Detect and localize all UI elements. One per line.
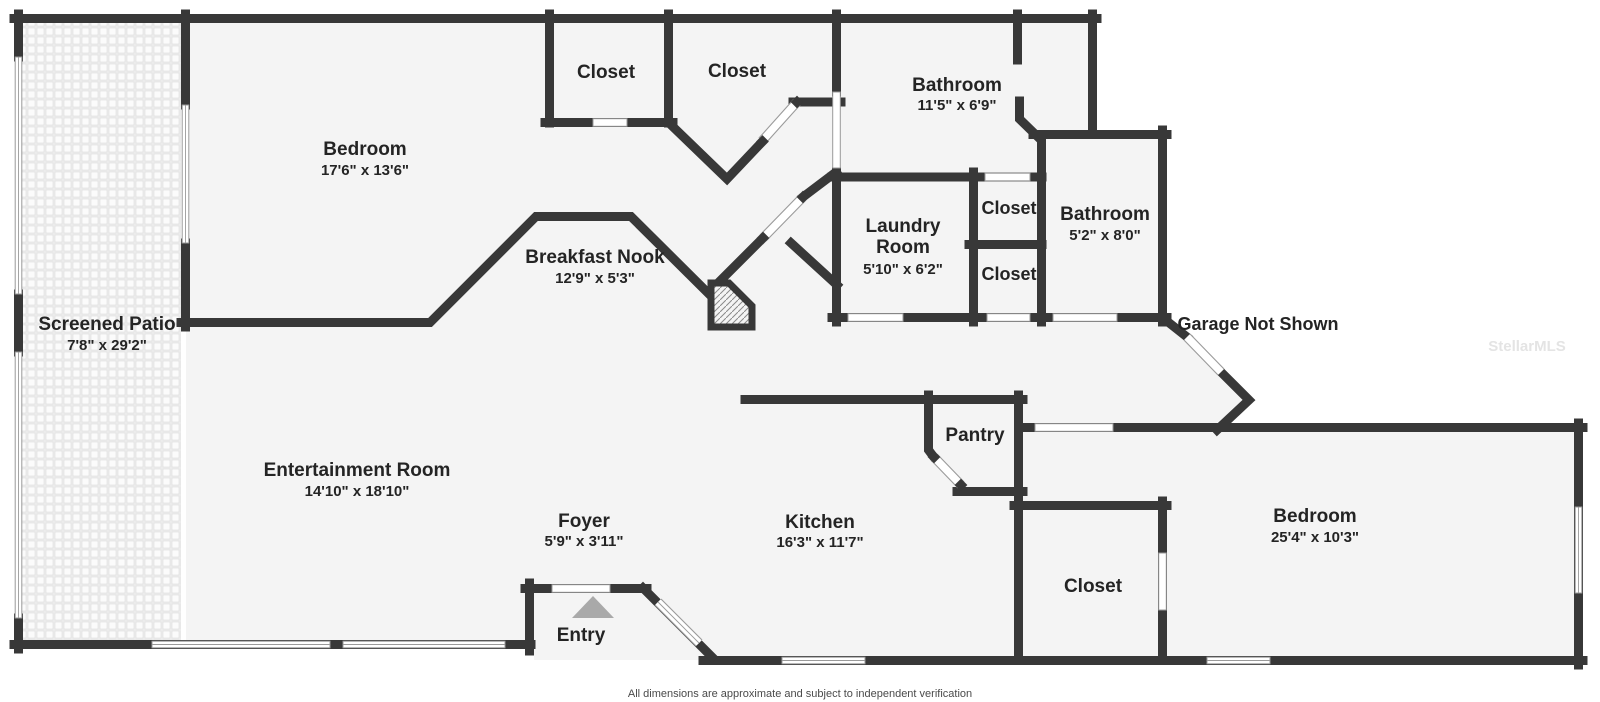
label-closet-top-2-name: Closet bbox=[708, 61, 767, 82]
label-closet-mid-2-name: Closet bbox=[981, 264, 1036, 284]
door-pantry-diagonal bbox=[930, 453, 965, 489]
label-kitchen-dims: 16'3" x 11'7" bbox=[776, 534, 863, 551]
label-closet-mid-1-name: Closet bbox=[981, 198, 1036, 218]
floor-upper-wing bbox=[186, 14, 1097, 327]
door-laundry bbox=[847, 313, 904, 322]
floor-garage-vestibule bbox=[1163, 318, 1249, 432]
floor-bathroom2-wing bbox=[1033, 130, 1167, 327]
label-closet-top-1-name: Closet bbox=[577, 62, 636, 83]
floor-layer bbox=[22, 14, 1583, 665]
label-bedroom-2-name: Bedroom bbox=[1273, 506, 1356, 527]
label-bathroom-2-dims: 5'2" x 8'0" bbox=[1069, 227, 1140, 244]
label-entertainment-room-dims: 14'10" x 18'10" bbox=[305, 483, 410, 500]
door-closet-mid-2 bbox=[986, 313, 1031, 322]
window-bedroom2-right bbox=[1574, 506, 1583, 594]
label-bedroom-1-name: Bedroom bbox=[323, 139, 406, 160]
label-disclaimer: All dimensions are approximate and subje… bbox=[628, 688, 972, 700]
window-bedroom1-patio bbox=[181, 104, 190, 244]
door-closet-top-1 bbox=[592, 118, 628, 127]
label-closet-br-name: Closet bbox=[1064, 576, 1123, 597]
label-pantry-name: Pantry bbox=[945, 425, 1005, 446]
label-laundry-dims: 5'10" x 6'2" bbox=[863, 261, 943, 278]
label-bathroom-1-name: Bathroom bbox=[912, 75, 1002, 96]
doors-layer bbox=[551, 91, 1225, 611]
floor-kitchen-foyer bbox=[534, 327, 1023, 660]
window-entry-diagonal bbox=[654, 598, 703, 647]
label-entry-label: Entry bbox=[557, 625, 606, 646]
label-screened-patio-name: Screened Patio bbox=[38, 314, 175, 335]
label-laundry-name-line1: Laundry bbox=[866, 216, 941, 237]
wall-hall-diag-lower-b bbox=[784, 236, 844, 292]
label-laundry-name-line2: Room bbox=[876, 237, 930, 258]
label-kitchen-name: Kitchen bbox=[785, 512, 855, 533]
wall-closet-top-2-v bbox=[661, 115, 769, 186]
window-patio-left-1 bbox=[14, 56, 23, 295]
wall-pantry-left bbox=[924, 390, 940, 463]
door-bathroom2 bbox=[1052, 313, 1118, 322]
floor-hall-closet bbox=[1023, 322, 1163, 660]
wall-hall-diag-lower-a bbox=[709, 231, 770, 292]
wall-hall-diag-upper bbox=[796, 165, 843, 204]
label-foyer-dims: 5'9" x 3'11" bbox=[545, 533, 624, 550]
door-garage-diagonal bbox=[1183, 333, 1225, 376]
label-watermark: StellarMLS bbox=[1488, 338, 1566, 355]
wall-garage-point bbox=[1156, 311, 1256, 437]
door-bathroom1 bbox=[832, 91, 841, 169]
window-patio-bottom-2 bbox=[342, 640, 506, 649]
label-bathroom-2-name: Bathroom bbox=[1060, 204, 1150, 225]
labels-layer: Screened Patio 7'8" x 29'2" Bedroom 17'6" x… bbox=[38, 61, 1565, 700]
label-bathroom-1-dims: 11'5" x 6'9" bbox=[918, 97, 997, 114]
door-closet-top-2-diagonal bbox=[758, 98, 801, 145]
entry-arrow-icon bbox=[572, 596, 614, 618]
label-garage-note: Garage Not Shown bbox=[1177, 314, 1338, 334]
label-breakfast-nook-name: Breakfast Nook bbox=[525, 247, 665, 268]
windows-layer bbox=[14, 56, 1583, 665]
fireplace-icon bbox=[707, 279, 756, 331]
wall-bedroom1-bottom-nook bbox=[176, 212, 716, 327]
patio-screen-floor bbox=[22, 22, 181, 640]
label-foyer-name: Foyer bbox=[558, 511, 610, 532]
window-patio-bottom-1 bbox=[151, 640, 331, 649]
door-hall-diagonal bbox=[759, 193, 807, 242]
door-closet-br bbox=[1158, 552, 1167, 611]
floor-bedroom2 bbox=[1163, 423, 1583, 665]
label-breakfast-nook-dims: 12'9" x 5'3" bbox=[555, 270, 635, 287]
label-screened-patio-dims: 7'8" x 29'2" bbox=[67, 337, 147, 354]
floor-entertainment bbox=[186, 327, 534, 649]
door-front-entry bbox=[551, 584, 611, 593]
label-entertainment-room-name: Entertainment Room bbox=[264, 460, 451, 481]
window-kitchen-bottom bbox=[781, 656, 866, 665]
label-bedroom-1-dims: 17'6" x 13'6" bbox=[321, 162, 409, 179]
door-closet-mid-1 bbox=[984, 172, 1031, 182]
door-bedroom2-hall bbox=[1034, 423, 1114, 432]
label-bedroom-2-dims: 25'4" x 10'3" bbox=[1271, 529, 1359, 546]
window-patio-left-2 bbox=[14, 351, 23, 619]
window-bedroom2-bottom bbox=[1206, 656, 1271, 665]
